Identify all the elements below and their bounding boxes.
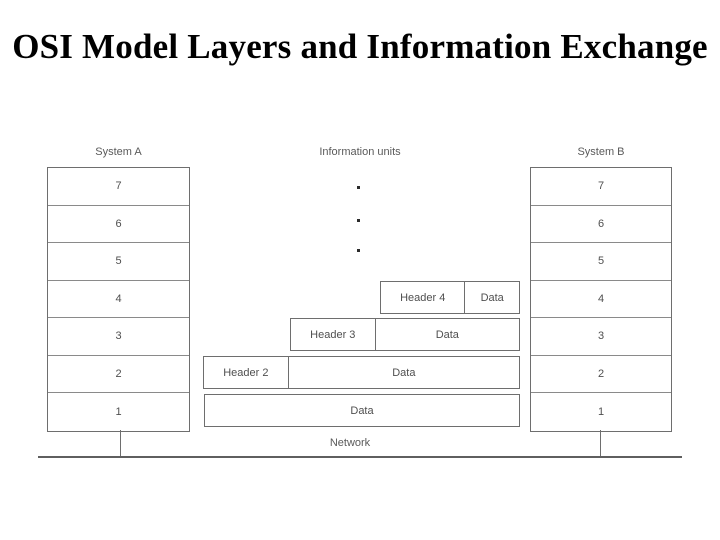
information-unit-layer-1: Data (204, 394, 520, 427)
unit-header-label: Header 4 (381, 282, 466, 313)
unit-header-label: Header 2 (204, 357, 289, 388)
layer-box: 3 (531, 318, 671, 356)
network-connector-system-b (600, 430, 601, 456)
ellipsis-dot (357, 249, 360, 252)
layer-stack-system-b: 7 6 5 4 3 2 1 (530, 167, 672, 432)
information-unit-layer-2: Header 2 Data (203, 356, 520, 389)
unit-data-label: Data (435, 328, 459, 341)
ellipsis-dot (357, 186, 360, 189)
layer-box: 4 (531, 281, 671, 318)
unit-data-label: Data (350, 404, 374, 417)
caption-information-units: Information units (319, 146, 401, 158)
layer-box: 2 (531, 356, 671, 393)
unit-header-label: Header 3 (291, 319, 376, 350)
page-title: OSI Model Layers and Information Exchang… (12, 27, 708, 66)
layer-box: 6 (531, 206, 671, 243)
unit-data-label: Data (392, 366, 416, 379)
layer-box: 2 (48, 356, 189, 393)
layer-box: 5 (531, 243, 671, 281)
layer-stack-system-a: 7 6 5 4 3 2 1 (47, 167, 190, 432)
layer-box: 7 (531, 168, 671, 206)
layer-box: 5 (48, 243, 189, 281)
network-connector-system-a (120, 430, 121, 456)
caption-system-a: System A (95, 146, 142, 158)
information-unit-layer-4: Header 4 Data (380, 281, 520, 314)
layer-box: 1 (115, 405, 122, 418)
network-label: Network (329, 437, 371, 449)
information-unit-layer-3: Header 3 Data (290, 318, 520, 351)
unit-data-label: Data (480, 291, 504, 304)
ellipsis-dot (357, 219, 360, 222)
layer-box: 3 (48, 318, 189, 356)
caption-system-b: System B (577, 146, 625, 158)
layer-box: 4 (48, 281, 189, 318)
layer-box: 7 (48, 168, 189, 206)
layer-box: 6 (48, 206, 189, 243)
layer-box: 1 (597, 405, 605, 418)
network-baseline (38, 456, 682, 458)
